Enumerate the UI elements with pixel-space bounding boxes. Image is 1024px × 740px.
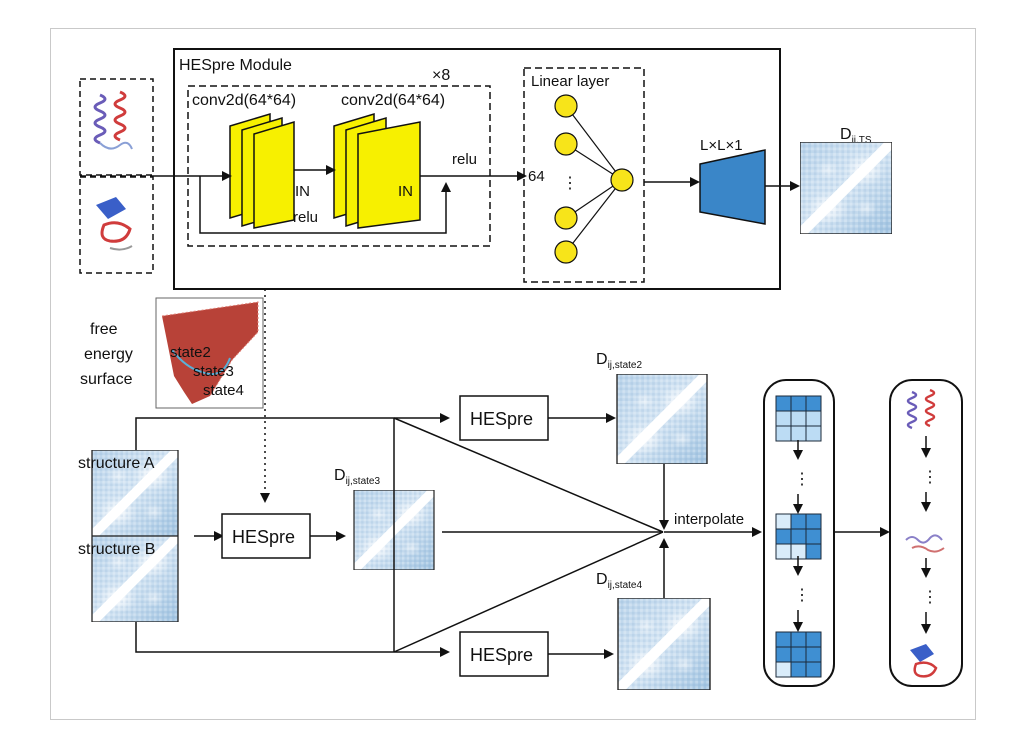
structure-a-top-route	[135, 413, 450, 450]
grid-ellipsis-2: ⋮	[794, 587, 810, 604]
neuron-output	[610, 168, 634, 192]
grid-states	[775, 395, 822, 678]
neuron-2	[554, 132, 578, 156]
output-shape-label: L×L×1	[700, 137, 743, 154]
grid-sequence-box	[763, 379, 835, 687]
protein-folded-icon	[910, 644, 938, 678]
hespre-module-title: HESpre Module	[179, 57, 292, 74]
grid-cell	[775, 425, 792, 442]
fes-state3: state3	[193, 363, 234, 380]
d-state2-label: Dij,state2	[596, 351, 642, 371]
protein-intermediate-icon	[905, 534, 945, 553]
grid-cell	[805, 395, 822, 412]
distance-map-state4	[617, 598, 711, 690]
distance-map-ts	[800, 142, 892, 234]
protein-sequence-box	[889, 379, 963, 687]
hespre-center-label: HESpre	[232, 527, 295, 547]
relu-skip-label: relu	[293, 209, 318, 226]
grid-state-3	[775, 631, 822, 678]
grid-cell	[805, 513, 822, 530]
neuron-ellipsis: ⋮	[562, 175, 578, 192]
protein-ellipsis-2: ⋮	[922, 589, 938, 606]
grid-cell	[790, 646, 807, 663]
d-state3-label: Dij,state3	[334, 467, 380, 487]
grid-cell	[775, 543, 792, 560]
neuron-1	[554, 94, 578, 118]
grid-cell	[775, 395, 792, 412]
grid-cell	[805, 661, 822, 678]
neuron-3	[554, 206, 578, 230]
grid-cell	[790, 425, 807, 442]
grid-cell	[775, 631, 792, 648]
fes-state4: state4	[203, 382, 244, 399]
fes-state2: state2	[170, 344, 211, 361]
grid-cell	[805, 425, 822, 442]
norm2-label: IN	[398, 183, 413, 200]
grid-cell	[790, 513, 807, 530]
structure-b-label: structure B	[78, 541, 155, 558]
folded-protein-icon	[96, 197, 133, 251]
relu-out-label: relu	[452, 151, 477, 168]
helix-protein-icon	[93, 90, 133, 150]
grid-cell	[790, 410, 807, 427]
hespre-module-box	[173, 48, 781, 290]
input-box-bottom	[79, 176, 154, 274]
norm1-label: IN	[295, 183, 310, 200]
dts-label: Dij,TS	[840, 126, 872, 146]
linear-layer-box	[523, 67, 645, 283]
fes-label-line2: energy	[84, 346, 133, 363]
protein-helix-icon	[906, 388, 936, 430]
grid-state-1	[775, 395, 822, 442]
grid-cell	[805, 410, 822, 427]
grid-cell	[805, 528, 822, 545]
grid-cell	[790, 395, 807, 412]
distance-map-state2	[616, 374, 708, 464]
structure-b-bottom-route	[135, 622, 450, 657]
repeat-label: ×8	[432, 67, 450, 84]
input-box-top	[79, 78, 154, 176]
grid-cell	[805, 631, 822, 648]
hespre-bottom-box	[459, 631, 549, 677]
linear-input-size: 64	[528, 168, 545, 185]
grid-ellipsis-1: ⋮	[794, 471, 810, 488]
grid-cell	[805, 543, 822, 560]
state3-fan-lines	[393, 417, 664, 653]
structure-a-label: structure A	[78, 455, 155, 472]
hespre-bottom-label: HESpre	[470, 645, 533, 665]
fes-surface	[161, 301, 259, 404]
fes-label-line1: free	[90, 321, 118, 338]
output-layer	[699, 149, 766, 225]
grid-cell	[775, 528, 792, 545]
conv2-label: conv2d(64*64)	[341, 92, 445, 109]
neuron-4	[554, 240, 578, 264]
grid-cell	[775, 646, 792, 663]
grid-state-2	[775, 513, 822, 560]
conv-block-1	[229, 112, 295, 229]
grid-cell	[790, 661, 807, 678]
skip-connection	[199, 176, 451, 234]
linear-layer-title: Linear layer	[531, 73, 609, 90]
grid-cell	[790, 631, 807, 648]
grid-cell	[805, 646, 822, 663]
conv1-label: conv2d(64*64)	[192, 92, 296, 109]
conv-block-2	[333, 112, 421, 229]
d-state4-label: Dij,state4	[596, 571, 642, 591]
protein-ellipsis-1: ⋮	[922, 469, 938, 486]
grid-cell	[775, 513, 792, 530]
fes-label-line3: surface	[80, 371, 133, 388]
hespre-center-box	[221, 513, 311, 559]
grid-cell	[775, 661, 792, 678]
grid-cell	[775, 410, 792, 427]
hespre-top-label: HESpre	[470, 409, 533, 429]
interpolate-label: interpolate	[674, 511, 744, 528]
grid-cell	[790, 528, 807, 545]
